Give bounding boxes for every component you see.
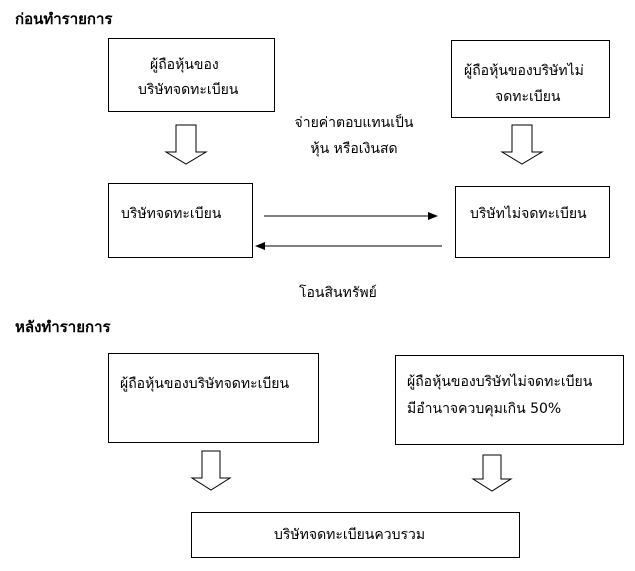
listed-shareholders-box: ผู้ถือหุ้นของ บริษัทจดทะเบียน (108, 38, 275, 112)
combined-company-label: บริษัทจดทะเบียนควบรวม (274, 527, 426, 543)
after-unlisted-shareholders-box: ผู้ถือหุ้นของบริษัทไม่จดทะเบียน มีอำนาจค… (395, 355, 624, 445)
listed-shareholders-line-1: ผู้ถือหุ้นของ (150, 57, 219, 73)
unlisted-shareholders-box: ผู้ถือหุ้นของบริษัทไม่ จดทะเบียน (451, 40, 610, 118)
listed-company-box: บริษัทจดทะเบียน (108, 183, 253, 258)
combined-company-box: บริษัทจดทะเบียนควบรวม (191, 512, 520, 558)
asset-transfer-label: โอนสินทรัพย์ (299, 285, 377, 301)
after-listed-shareholders-box: ผู้ถือหุ้นของบริษัทจดทะเบียน (108, 353, 319, 443)
down-arrow-after-right-icon (471, 454, 513, 492)
unlisted-shareholders-line-1: ผู้ถือหุ้นของบริษัทไม่ (464, 63, 584, 79)
down-arrow-after-left-icon (190, 450, 232, 491)
listed-company-label: บริษัทจดทะเบียน (121, 206, 222, 222)
unlisted-shareholders-line-2: จดทะเบียน (495, 89, 561, 105)
down-arrow-left-icon (164, 124, 208, 165)
before-heading: ก่อนทำรายการ (15, 10, 113, 28)
after-unlisted-shareholders-line-2: มีอำนาจควบคุมเกิน 50% (407, 401, 562, 417)
consideration-line-1: จ่ายค่าตอบแทนเป็น (294, 115, 414, 131)
down-arrow-right-icon (500, 124, 544, 165)
listed-shareholders-line-2: บริษัทจดทะเบียน (138, 82, 239, 98)
unlisted-company-label: บริษัทไม่จดทะเบียน (470, 206, 587, 222)
unlisted-company-box: บริษัทไม่จดทะเบียน (455, 186, 610, 258)
after-unlisted-shareholders-line-1: ผู้ถือหุ้นของบริษัทไม่จดทะเบียน (407, 374, 593, 390)
consideration-label: จ่ายค่าตอบแทนเป็น หุ้น หรือเงินสด (284, 113, 424, 159)
consideration-line-2: หุ้น หรือเงินสด (310, 141, 398, 157)
after-listed-shareholders-label: ผู้ถือหุ้นของบริษัทจดทะเบียน (120, 376, 290, 392)
after-heading: หลังทำรายการ (15, 318, 111, 336)
